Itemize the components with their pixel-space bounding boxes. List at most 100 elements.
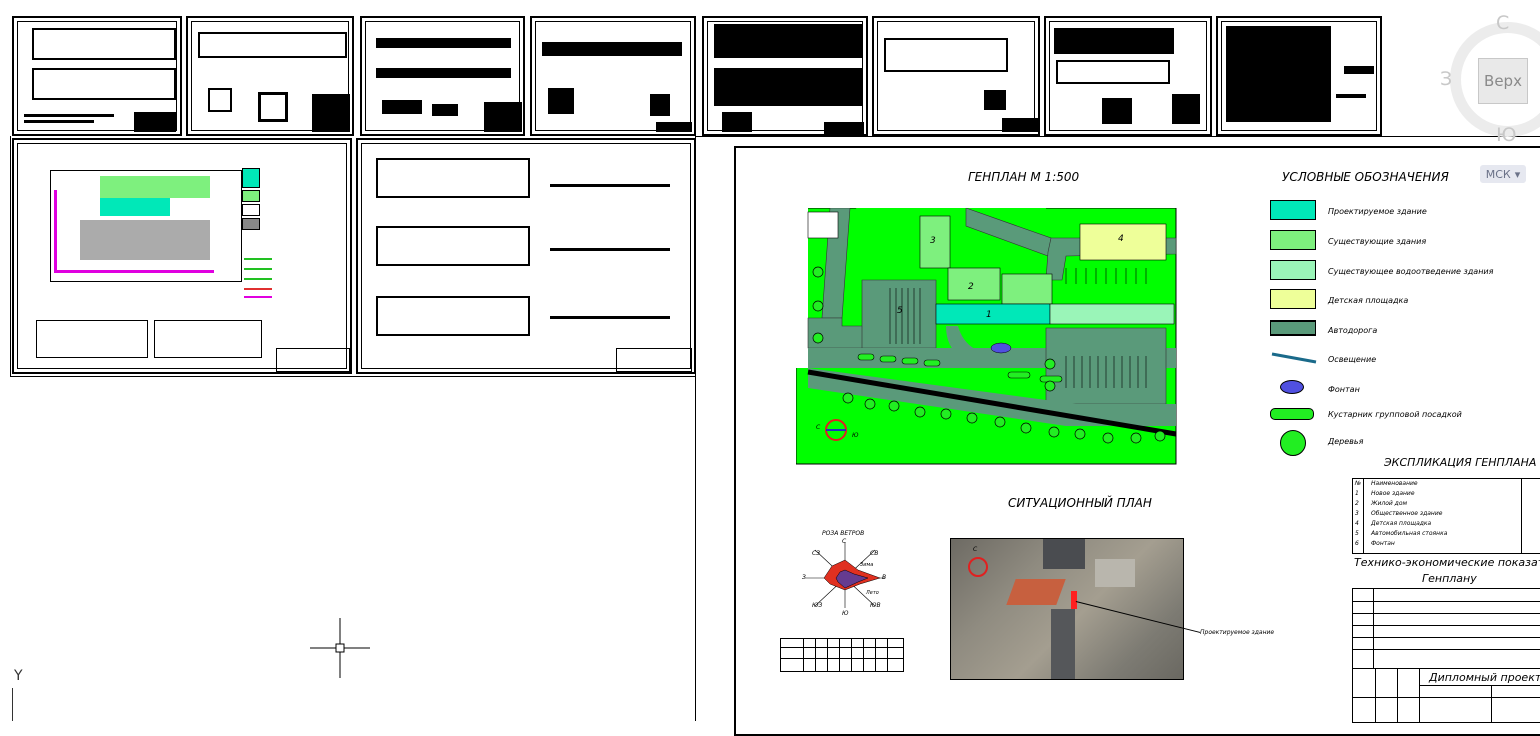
ucs-y-label: Y	[14, 668, 23, 684]
notes-text	[24, 114, 114, 117]
explication-row-6-no: 6	[1355, 540, 1359, 547]
genplan-title: ГЕНПЛАН М 1:500	[968, 170, 1080, 184]
sheet-frame	[191, 21, 349, 131]
network-profile	[550, 232, 670, 251]
facade-drawing	[714, 68, 862, 106]
ucs-icon: Y	[10, 668, 30, 721]
network-plan	[376, 158, 530, 198]
crosshair-cursor-icon	[310, 618, 370, 678]
section-drawing	[542, 42, 682, 56]
viewcube-compass-ring[interactable]	[1450, 22, 1540, 137]
explication-row-1-no: 1	[1355, 490, 1359, 497]
notes-text	[24, 120, 94, 123]
sheet-networks[interactable]	[356, 138, 696, 374]
viewport-border	[10, 376, 696, 377]
sheet-thumbnail-6[interactable]	[872, 16, 1040, 136]
explication-row-2-name: Жилой дом	[1371, 500, 1408, 507]
detail-drawing	[722, 112, 752, 132]
legend-swatch-playground	[1270, 289, 1316, 309]
detail-drawing	[382, 100, 422, 114]
mini-table	[36, 320, 148, 358]
sheet-thumbnail-5[interactable]	[702, 16, 868, 136]
ucs-menu-button[interactable]: МСК ▾	[1480, 165, 1526, 183]
wind-rose-title: РОЗА ВЕТРОВ	[822, 530, 865, 537]
building-number-5: 5	[897, 306, 903, 316]
site-marker-label: Проектируемое здание	[1200, 629, 1275, 636]
legend-label-lighting: Освещение	[1328, 355, 1377, 364]
title-block	[656, 122, 692, 132]
title-block	[134, 112, 176, 132]
explication-row-5-no: 5	[1355, 530, 1359, 537]
tep-title-2: Генплану	[1422, 572, 1477, 585]
viewcube-west[interactable]: З	[1440, 68, 1453, 90]
facade-drawing	[714, 24, 862, 58]
legend-swatch-existing	[1270, 230, 1316, 250]
legend-label-new-building: Проектируемое здание	[1328, 207, 1427, 216]
sheet-thumbnail-4[interactable]	[530, 16, 696, 136]
explication-row-0-name: Наименование	[1371, 480, 1418, 487]
situation-title: СИТУАЦИОННЫЙ ПЛАН	[1008, 496, 1152, 510]
stamp-title: Дипломный проект	[1429, 671, 1540, 684]
legend-label-existing: Существующие здания	[1328, 237, 1427, 246]
mini-table	[154, 320, 262, 358]
section-drawing	[1056, 60, 1170, 84]
building-number-4: 4	[1118, 234, 1124, 244]
wind-label-northeast: СВ	[870, 550, 879, 557]
sheet-frame	[365, 21, 520, 131]
title-block	[616, 348, 692, 372]
building-number-2: 2	[968, 282, 974, 292]
tep-table	[1352, 588, 1540, 669]
legend-label-road: Автодорога	[1328, 326, 1378, 335]
title-block	[1002, 118, 1038, 132]
explication-row-3-name: Общественное здание	[1371, 510, 1443, 517]
viewcube-top-face[interactable]: Верх	[1478, 58, 1528, 104]
viewcube-north[interactable]: С	[1496, 12, 1510, 34]
wind-table	[780, 638, 904, 672]
sheet-thumbnail-7[interactable]	[1044, 16, 1212, 136]
title-block	[312, 94, 350, 132]
sheet-thumbnail-1[interactable]	[12, 16, 182, 136]
detail-drawing	[432, 104, 458, 116]
viewcube-south[interactable]: Ю	[1496, 124, 1517, 146]
sheet-frame	[17, 21, 177, 131]
wind-rose	[805, 542, 885, 608]
situation-compass-north: С	[973, 546, 978, 553]
section-drawing	[1054, 28, 1174, 54]
viewcube[interactable]: Верх С З Ю	[1440, 10, 1540, 146]
network-plan	[376, 226, 530, 266]
legend-swatch-fountain	[1280, 380, 1304, 394]
legend-label-existing-drainage: Существующее водоотведение здания	[1328, 267, 1494, 276]
sheet-thumbnail-2[interactable]	[186, 16, 354, 136]
legend-label-shrub: Кустарник групповой посадкой	[1328, 410, 1462, 419]
wind-label-east: В	[882, 574, 887, 581]
mini-legend-lines	[244, 258, 304, 300]
building-number-1: 1	[986, 310, 992, 320]
situation-photo	[950, 538, 1184, 680]
viewport-border	[696, 136, 1540, 137]
site-plan	[796, 208, 1177, 465]
explication-row-4-name: Детская площадка	[1371, 520, 1432, 527]
sheet-genplan-small[interactable]	[12, 138, 352, 374]
legend-swatch-shrub	[1270, 408, 1314, 420]
sheet-frame	[535, 21, 691, 131]
ucs-menu-label: МСК	[1485, 167, 1511, 181]
sheet-frame	[877, 21, 1035, 131]
legend-swatch-tree	[1280, 430, 1306, 456]
plan-drawing	[884, 38, 1008, 72]
wind-label-northwest: СЗ	[812, 550, 821, 557]
detail-drawing	[1336, 94, 1366, 98]
compass-south: Ю	[852, 432, 859, 439]
wind-label-summer: Лето	[866, 590, 879, 596]
wind-label-south: Ю	[842, 610, 849, 617]
explication-row-5-name: Автомобильная стоянка	[1371, 530, 1448, 537]
sheet-frame	[17, 143, 347, 369]
sheet-thumbnail-8[interactable]	[1216, 16, 1382, 136]
explication-table: № Наименование 1 Новое здание 2 Жилой до…	[1352, 478, 1540, 554]
detail-drawing	[208, 88, 232, 112]
plan-drawing	[32, 68, 176, 100]
detail-drawing	[1172, 94, 1200, 124]
title-block	[824, 122, 864, 134]
detail-drawing	[548, 88, 574, 114]
plan-drawing	[32, 28, 176, 60]
sheet-thumbnail-3[interactable]	[360, 16, 525, 136]
